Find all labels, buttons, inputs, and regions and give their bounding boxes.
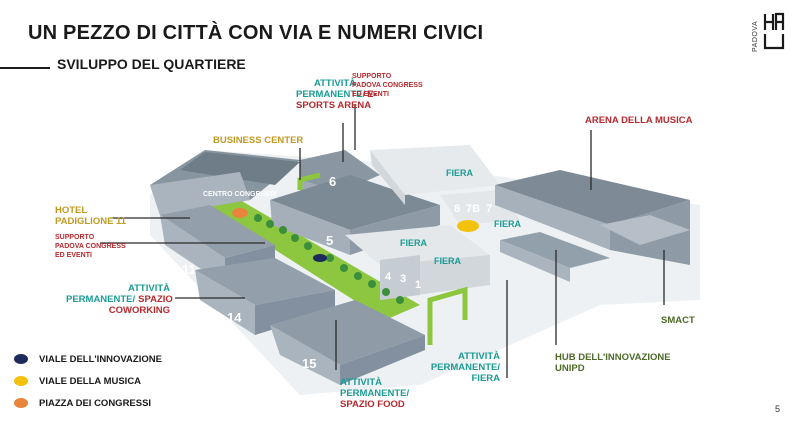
building-7-number: 7 bbox=[486, 203, 492, 215]
building-4-number: 4 bbox=[385, 271, 392, 283]
label-hotel: HOTEL PADIGLIONE 11 bbox=[55, 205, 126, 227]
leader-lines bbox=[100, 104, 665, 378]
building-15-number: 15 bbox=[302, 356, 316, 371]
building-3-number: 3 bbox=[400, 273, 406, 285]
label-food: ATTIVITÀ PERMANENTE/ SPAZIO FOOD bbox=[340, 377, 409, 410]
building-14-number: 14 bbox=[227, 310, 242, 325]
legend: VIALE DELL'INNOVAZIONE VIALE DELLA MUSIC… bbox=[14, 348, 162, 414]
label-esports-line1: ATTIVITÀ bbox=[313, 78, 356, 89]
label-esports: ATTIVITÀ PERMANENTE/E- SPORTS ARENA bbox=[296, 78, 377, 111]
label-supporto-left: SUPPORTO PADOVA CONGRESS ED EVENTI bbox=[55, 233, 126, 260]
label-business-center: BUSINESS CENTER bbox=[213, 135, 304, 146]
label-coworking-line2: PERMANENTE/SPAZIO bbox=[66, 294, 173, 305]
label-coworking-part2: SPAZIO bbox=[138, 294, 173, 305]
legend-label-congressi: PIAZZA DEI CONGRESSI bbox=[39, 397, 152, 409]
legend-item-congressi: PIAZZA DEI CONGRESSI bbox=[14, 392, 162, 414]
building-6-number: 6 bbox=[329, 174, 336, 189]
label-supporto-top-line1: SUPPORTO bbox=[352, 73, 392, 80]
label-hub: HUB DELL'INNOVAZIONE UNIPD bbox=[555, 352, 671, 374]
green-boulevard bbox=[205, 200, 420, 320]
building-5-number: 5 bbox=[326, 233, 333, 248]
fiera-mid-text: FIERA bbox=[400, 238, 428, 248]
hub-innovazione-building bbox=[500, 232, 610, 282]
building-8-number: 8 bbox=[454, 203, 460, 215]
label-esports-line3: SPORTS ARENA bbox=[296, 100, 372, 111]
fiera-top-text: FIERA bbox=[446, 168, 474, 178]
label-fiera-perm-line2: PERMANENTE/ bbox=[430, 362, 500, 373]
label-hotel-line1: HOTEL bbox=[55, 205, 88, 216]
logo-mark-icon bbox=[763, 12, 785, 50]
label-supporto-left-line3: ED EVENTI bbox=[55, 252, 92, 259]
centro-congressi-building bbox=[150, 150, 300, 215]
padova-hall-logo: PADOVA bbox=[752, 8, 792, 52]
label-fiera-perm: ATTIVITÀ PERMANENTE/ FIERA bbox=[430, 351, 500, 384]
label-coworking-part1: PERMANENTE/ bbox=[66, 294, 136, 305]
label-supporto-left-line2: PADOVA CONGRESS bbox=[55, 243, 126, 250]
page-subtitle: SVILUPPO DEL QUARTIERE bbox=[57, 56, 246, 72]
trees bbox=[254, 214, 404, 304]
viale-musica-marker bbox=[457, 220, 479, 232]
label-coworking-line1: ATTIVITÀ bbox=[127, 283, 170, 294]
label-supporto-top-line2: PADOVA CONGRESS bbox=[352, 82, 423, 89]
legend-dot-navy-icon bbox=[14, 354, 28, 364]
building-1-number: 1 bbox=[415, 279, 421, 291]
label-food-line3: SPAZIO FOOD bbox=[340, 399, 405, 410]
fiera-mid2-text: FIERA bbox=[434, 256, 462, 266]
label-coworking: ATTIVITÀ PERMANENTE/SPAZIO COWORKING bbox=[66, 283, 173, 316]
label-supporto-top-line3: ED EVENTI bbox=[352, 91, 389, 98]
label-esports-line2: PERMANENTE/E- bbox=[296, 89, 377, 100]
label-food-line2: PERMANENTE/ bbox=[340, 388, 410, 399]
label-supporto-left-line1: SUPPORTO bbox=[55, 234, 95, 241]
building-14 bbox=[195, 258, 335, 335]
label-food-line1: ATTIVITÀ bbox=[340, 377, 383, 388]
legend-dot-yellow-icon bbox=[14, 376, 28, 386]
legend-label-musica: VIALE DELLA MUSICA bbox=[39, 375, 142, 387]
building-11-number: 11 bbox=[182, 262, 196, 277]
legend-item-musica: VIALE DELLA MUSICA bbox=[14, 370, 162, 392]
label-fiera-perm-line1: ATTIVITÀ bbox=[457, 351, 500, 362]
label-coworking-line3: COWORKING bbox=[108, 305, 170, 316]
fiera-pavilions bbox=[345, 145, 520, 300]
fiera-right-text: FIERA bbox=[494, 219, 522, 229]
page-number: 5 bbox=[775, 404, 781, 414]
centro-congressi-text: CENTRO CONGRESSI bbox=[203, 191, 277, 198]
label-arena: ARENA DELLA MUSICA bbox=[585, 115, 693, 126]
page-title: UN PEZZO DI CITTÀ CON VIA E NUMERI CIVIC… bbox=[28, 22, 484, 44]
label-hub-line1: HUB DELL'INNOVAZIONE bbox=[555, 352, 671, 363]
label-smact: SMACT bbox=[661, 315, 695, 326]
label-hotel-line2: PADIGLIONE 11 bbox=[55, 216, 127, 227]
piazza-congressi-marker bbox=[232, 208, 248, 218]
label-esports-part2: E- bbox=[367, 89, 377, 100]
legend-label-innovazione: VIALE DELL'INNOVAZIONE bbox=[39, 353, 162, 365]
building-15 bbox=[270, 300, 425, 385]
label-esports-part1: PERMANENTE/ bbox=[296, 89, 366, 100]
viale-innovazione-marker bbox=[313, 254, 327, 262]
legend-dot-orange-icon bbox=[14, 398, 28, 408]
label-fiera-perm-line3: FIERA bbox=[471, 373, 501, 384]
subtitle-rule bbox=[0, 67, 50, 69]
building-7b-number: 7B bbox=[466, 203, 480, 215]
label-supporto-top: SUPPORTO PADOVA CONGRESS ED EVENTI bbox=[352, 72, 423, 99]
arena-della-musica-building bbox=[495, 170, 690, 265]
label-hub-line2: UNIPD bbox=[555, 363, 585, 374]
legend-item-innovazione: VIALE DELL'INNOVAZIONE bbox=[14, 348, 162, 370]
